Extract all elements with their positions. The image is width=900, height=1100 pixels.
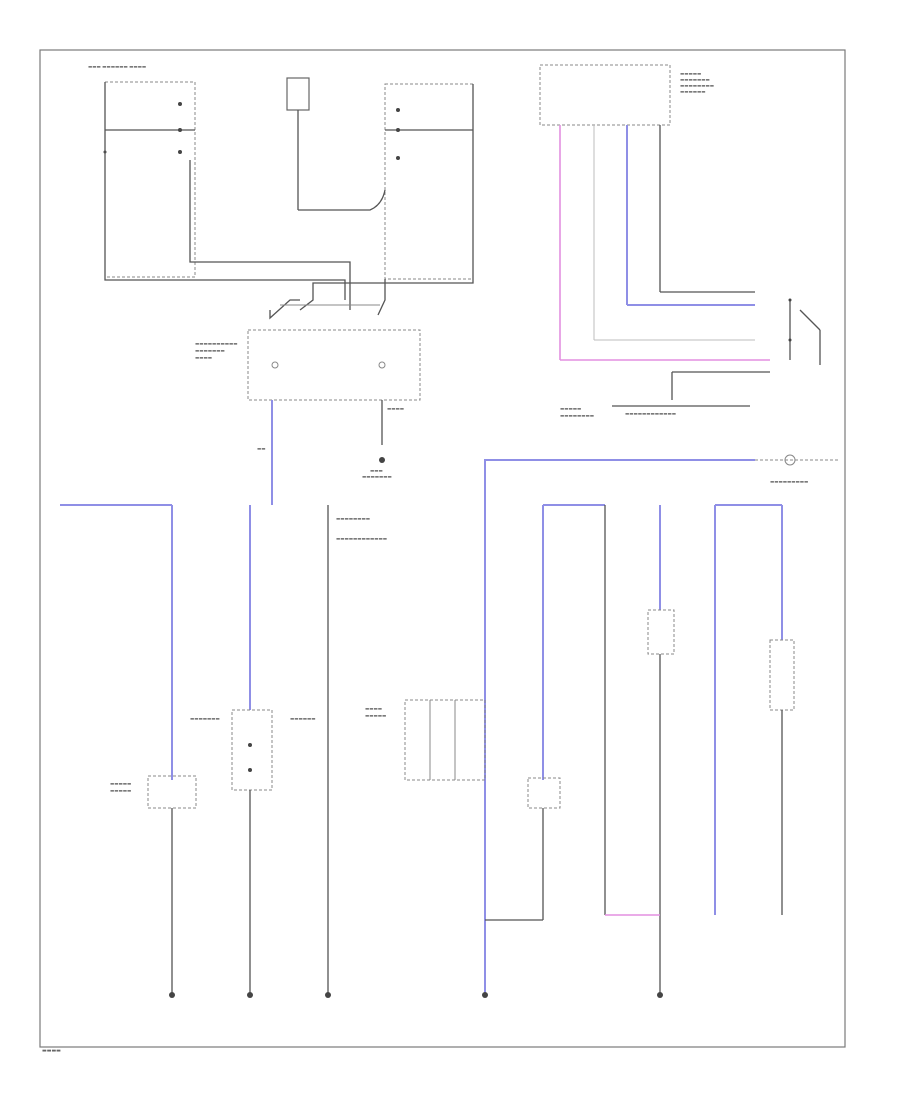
clockspring-module: ▬▬▬▬▬▬▬▬▬▬ ▬▬▬▬▬▬▬ ▬▬▬▬ ▬▬▬▬: [195, 329, 421, 445]
svg-text:▬▬▬▬▬: ▬▬▬▬▬: [365, 714, 386, 719]
svg-text:▬▬▬▬: ▬▬▬▬: [387, 407, 404, 412]
svg-text:▬▬▬▬▬: ▬▬▬▬▬: [560, 407, 581, 412]
circuit-col-4: ▬▬▬▬ ▬▬▬▬▬: [365, 505, 488, 998]
circuit-col-3: ▬▬▬▬▬▬▬▬ ▬▬▬▬▬▬▬▬▬▬▬▬ ▬▬▬▬▬▬: [290, 505, 387, 998]
svg-text:▬▬▬▬▬▬▬▬▬▬: ▬▬▬▬▬▬▬▬▬▬: [195, 342, 238, 347]
top-right-unit: ▬▬▬▬▬ ▬▬▬▬▬▬▬ ▬▬▬▬▬▬▬▬ ▬▬▬▬▬▬ ▬▬▬▬▬ ▬▬▬▬…: [539, 64, 821, 419]
svg-text:▬▬▬▬▬▬▬: ▬▬▬▬▬▬▬: [195, 349, 225, 354]
component-6: [647, 609, 675, 655]
right-steering-switch: [384, 83, 474, 280]
clockspring-outline: [247, 329, 421, 401]
circuit-col-6: [605, 505, 675, 998]
right-horn: ▬▬▬▬▬▬▬▬▬: [755, 454, 840, 485]
svg-text:▬▬▬▬: ▬▬▬▬: [365, 707, 382, 712]
svg-text:▬▬▬▬▬▬▬▬▬▬▬▬: ▬▬▬▬▬▬▬▬▬▬▬▬: [336, 537, 387, 542]
upper-harness: [104, 160, 474, 320]
circuit-col-1: ▬▬▬▬▬ ▬▬▬▬▬: [60, 504, 197, 998]
component-2: [231, 709, 273, 791]
component-7: [769, 639, 795, 711]
svg-text:▬▬▬▬▬: ▬▬▬▬▬: [110, 782, 131, 787]
svg-text:▬▬▬▬▬▬▬▬: ▬▬▬▬▬▬▬▬: [560, 414, 594, 419]
control-unit-outline: [539, 64, 671, 126]
page-code-mark: ▬▬▬▬: [42, 1048, 61, 1054]
diagram-frame: [39, 49, 846, 1048]
left-switch-label-mark: ▬▬▬ ▬▬▬▬▬▬ ▬▬▬▬: [88, 65, 146, 70]
svg-text:▬▬▬▬▬: ▬▬▬▬▬: [110, 789, 131, 794]
svg-text:▬▬▬▬▬▬: ▬▬▬▬▬▬: [290, 717, 316, 722]
svg-text:▬▬▬▬▬: ▬▬▬▬▬: [680, 72, 701, 77]
wire-blue-horn-feed: [484, 459, 755, 505]
svg-text:▬▬▬▬▬▬▬▬▬: ▬▬▬▬▬▬▬▬▬: [770, 480, 808, 485]
horn-connector-box: [286, 77, 310, 111]
circuit-col-2: ▬▬▬▬▬▬▬: [190, 505, 273, 998]
left-steering-switch: ▬▬▬ ▬▬▬▬▬▬ ▬▬▬▬: [88, 65, 196, 278]
svg-text:▬▬▬▬▬▬▬: ▬▬▬▬▬▬▬: [680, 78, 710, 83]
svg-text:▬▬▬▬▬▬▬▬: ▬▬▬▬▬▬▬▬: [336, 517, 370, 522]
circuit-col-7: [714, 504, 795, 915]
svg-text:▬▬: ▬▬: [257, 447, 266, 452]
component-5: [527, 777, 561, 809]
horn-connector: [286, 77, 386, 211]
svg-text:▬▬▬▬▬▬▬: ▬▬▬▬▬▬▬: [190, 717, 220, 722]
left-switch-outline: [104, 81, 196, 278]
svg-text:▬▬▬: ▬▬▬: [370, 469, 383, 474]
component-1: [147, 775, 197, 809]
upper-ground: ▬▬▬ ▬▬▬▬▬▬▬: [362, 457, 392, 480]
circuit-col-5: [485, 504, 606, 921]
svg-text:▬▬▬▬▬▬: ▬▬▬▬▬▬: [680, 90, 706, 95]
svg-text:▬▬▬▬▬▬▬: ▬▬▬▬▬▬▬: [362, 475, 392, 480]
component-4: [404, 699, 486, 781]
right-switch-outline: [384, 83, 474, 280]
svg-text:▬▬▬▬: ▬▬▬▬: [195, 356, 212, 361]
svg-text:▬▬▬▬▬▬▬▬▬▬▬▬: ▬▬▬▬▬▬▬▬▬▬▬▬: [625, 412, 676, 417]
svg-text:▬▬▬▬▬▬▬▬: ▬▬▬▬▬▬▬▬: [680, 84, 714, 89]
